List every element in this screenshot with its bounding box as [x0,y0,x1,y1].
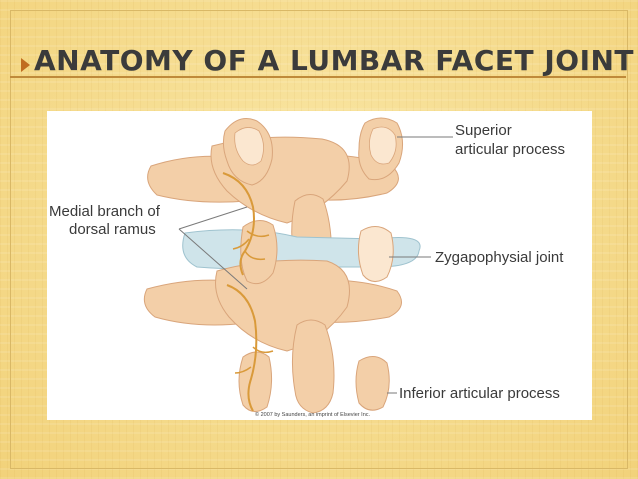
label-medial-line1: Medial branch of [49,203,161,220]
slide-frame [10,10,628,469]
medial-branch-nerve-lower [226,284,258,412]
medial-branch-nerve-branches-upper [232,230,270,261]
leader-medial-upper [178,206,248,230]
leader-medial-lower [178,228,248,290]
superior-articular-facet-right [369,126,397,165]
lower-inferior-articular-left [238,351,273,412]
slide-title: ANATOMY OF A LUMBAR FACET JOINT [34,44,635,77]
anatomy-figure: Superior articular process Medial branch… [47,111,592,420]
lumbar-spine-illustration: Superior articular process Medial branch… [49,117,565,418]
copyright-notice: © 2007 by Saunders, an imprint of Elsevi… [255,411,370,418]
medial-branch-nerve-branches-lower [234,346,274,374]
label-superior-line2: articular process [455,141,565,158]
title-bullet-icon [21,58,30,72]
medial-branch-nerve-upper [222,172,255,276]
inferior-articular-process-right [357,226,394,282]
lower-inferior-articular-right [355,356,390,411]
superior-articular-facet-left [234,127,264,166]
title-underline [10,76,626,78]
label-superior-line1: Superior [455,122,512,139]
label-inferior: Inferior articular process [399,385,560,402]
lower-spinous-process [291,319,335,414]
inferior-articular-process-left [240,220,278,285]
label-medial-line2: dorsal ramus [69,221,156,238]
label-zygapophysial: Zygapophysial joint [435,249,564,266]
